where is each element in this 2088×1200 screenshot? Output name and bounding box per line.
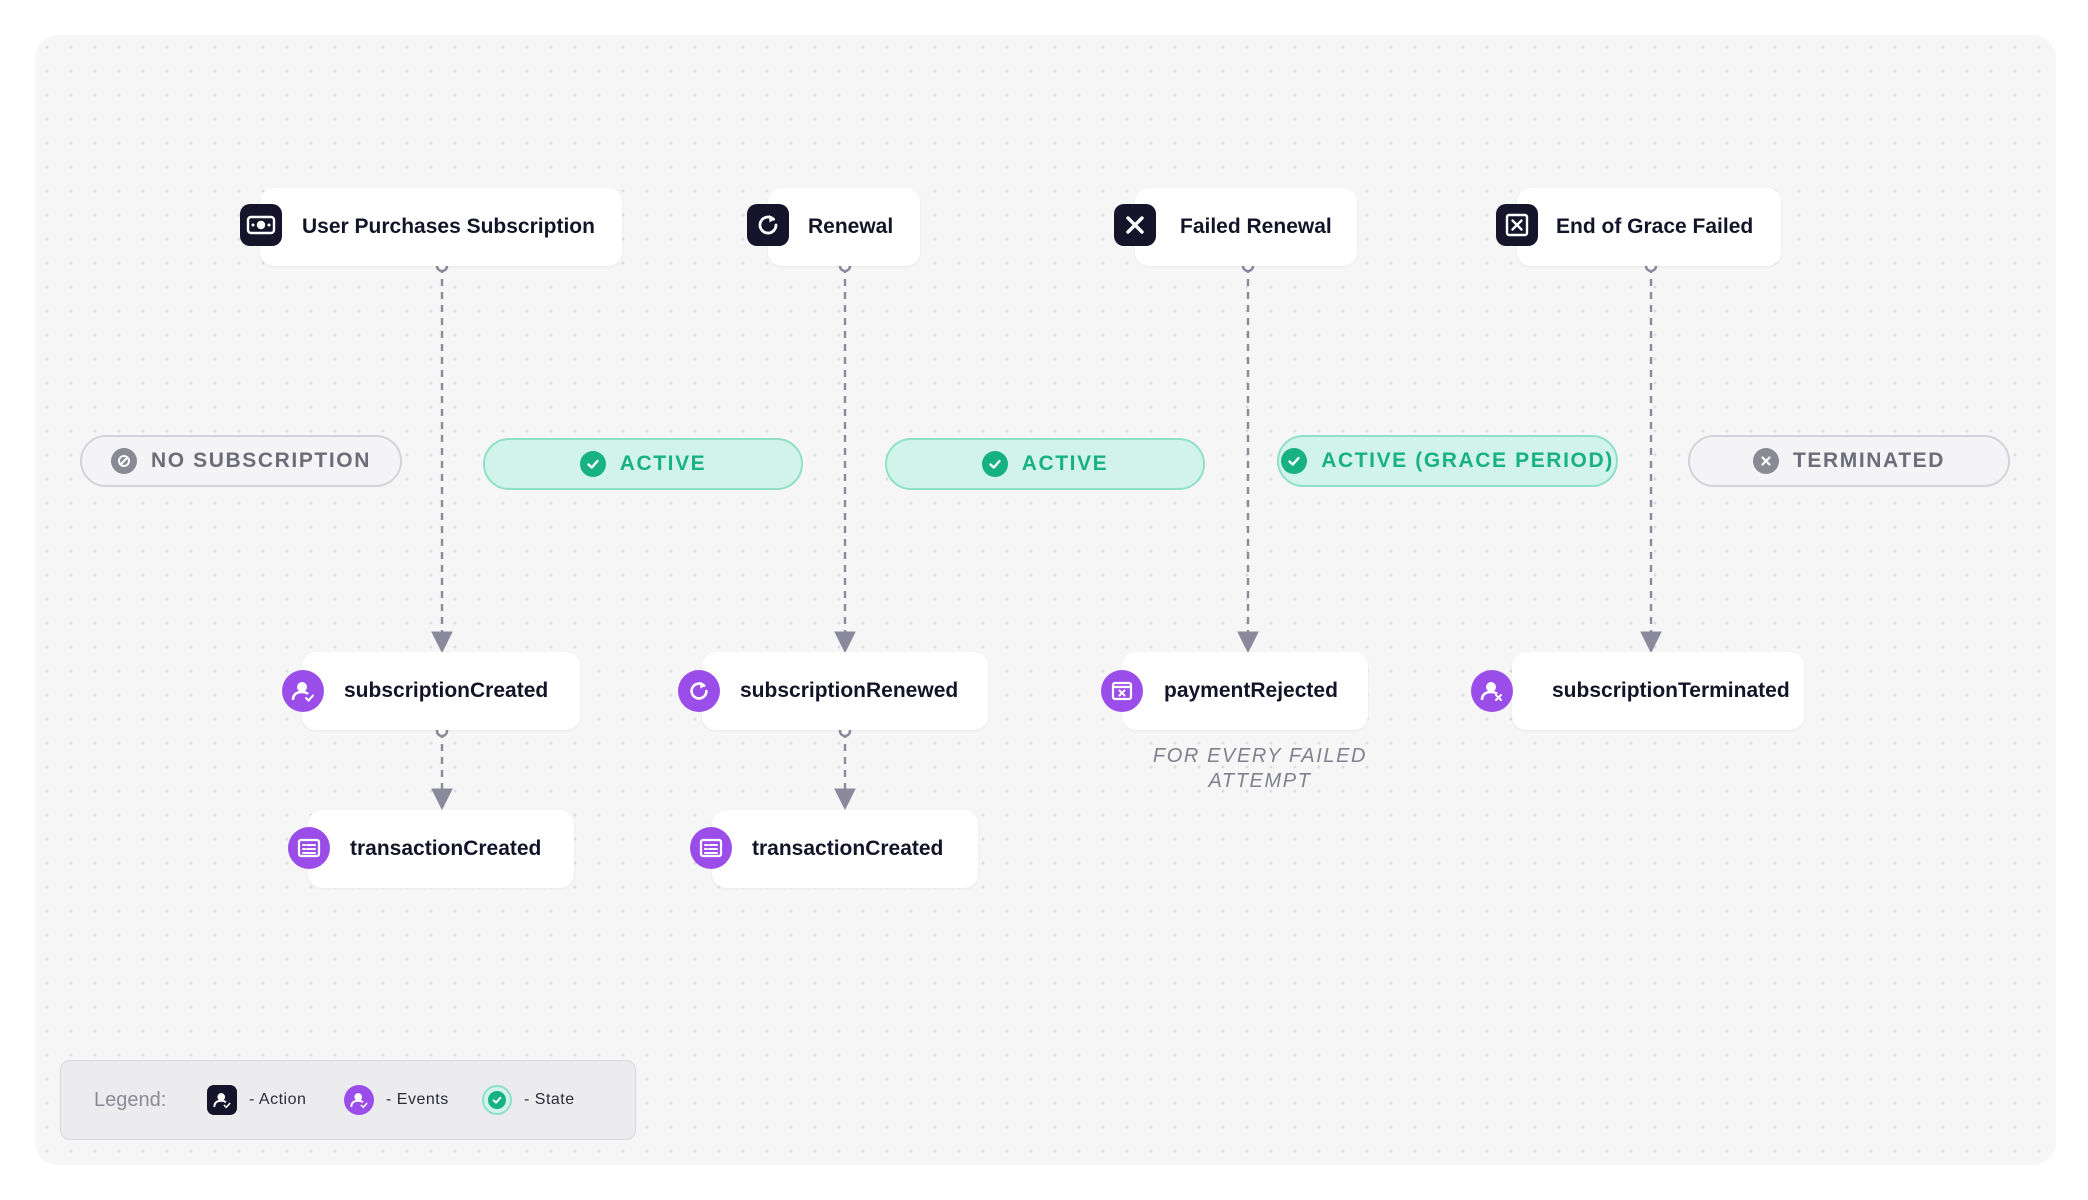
state-no-subscription: NO SUBSCRIPTION: [80, 435, 402, 487]
x-circle-icon: [1752, 448, 1779, 474]
event-icon: [344, 1085, 374, 1115]
event-label: subscriptionTerminated: [1552, 679, 1790, 702]
state-active-grace-period: ACTIVE (GRACE PERIOD): [1277, 435, 1618, 487]
legend: Legend: - Action - Events - State: [60, 1060, 636, 1140]
state-label: TERMINATED: [1792, 449, 1946, 472]
event-label: transactionCreated: [752, 837, 944, 860]
event-card-transaction-created-1[interactable]: transactionCreated: [308, 810, 574, 888]
legend-item-action: - Action: [207, 1061, 306, 1139]
state-label: NO SUBSCRIPTION: [150, 449, 371, 472]
event-card-transaction-created-2[interactable]: transactionCreated: [712, 810, 978, 888]
action-label: End of Grace Failed: [1556, 215, 1754, 238]
legend-title: Legend:: [94, 1089, 167, 1111]
action-icon: [207, 1085, 237, 1115]
action-card-user-purchases-subscription[interactable]: User Purchases Subscription: [260, 188, 622, 266]
event-label: subscriptionRenewed: [740, 679, 959, 702]
event-label: paymentRejected: [1164, 679, 1338, 702]
close-square-icon: [1496, 204, 1538, 246]
state-label: ACTIVE: [1021, 452, 1109, 475]
legend-item-state: - State: [482, 1061, 575, 1139]
close-icon: [1114, 204, 1156, 246]
event-label: subscriptionCreated: [344, 679, 549, 702]
state-label: ACTIVE (GRACE PERIOD): [1321, 449, 1614, 472]
cash-icon: [240, 204, 282, 246]
check-circle-icon: [482, 1085, 512, 1115]
refresh-icon: [678, 670, 720, 712]
state-terminated: TERMINATED: [1688, 435, 2010, 487]
legend-label-events: - Events: [386, 1091, 449, 1108]
refresh-icon: [747, 204, 789, 246]
legend-label-action: - Action: [249, 1091, 307, 1108]
action-label: Renewal: [808, 215, 894, 238]
action-card-failed-renewal[interactable]: Failed Renewal: [1135, 188, 1357, 266]
action-card-end-of-grace-failed[interactable]: End of Grace Failed: [1517, 188, 1781, 266]
note-line-2: ATTEMPT: [1208, 770, 1312, 792]
user-check-icon: [282, 670, 324, 712]
check-circle-icon: [579, 451, 606, 477]
card-reject-icon: [1101, 670, 1143, 712]
event-card-subscription-created[interactable]: subscriptionCreated: [302, 652, 580, 730]
legend-label-state: - State: [524, 1091, 575, 1108]
event-card-subscription-terminated[interactable]: subscriptionTerminated: [1512, 652, 1804, 730]
event-card-subscription-renewed[interactable]: subscriptionRenewed: [702, 652, 988, 730]
event-label: transactionCreated: [350, 837, 542, 860]
user-x-icon: [1471, 670, 1513, 712]
event-card-payment-rejected[interactable]: paymentRejected: [1122, 652, 1368, 730]
action-label: User Purchases Subscription: [302, 215, 595, 238]
legend-item-events: - Events: [344, 1061, 449, 1139]
action-label: Failed Renewal: [1180, 215, 1332, 238]
state-label: ACTIVE: [619, 452, 707, 475]
action-card-renewal[interactable]: Renewal: [768, 188, 920, 266]
note-line-1: FOR EVERY FAILED: [1152, 745, 1368, 767]
state-active-2: ACTIVE: [885, 438, 1205, 490]
check-circle-icon: [981, 451, 1008, 477]
state-active-1: ACTIVE: [483, 438, 803, 490]
no-entry-icon: [110, 448, 137, 474]
receipt-icon: [690, 827, 732, 869]
check-circle-icon: [1281, 448, 1308, 474]
failed-attempt-note: FOR EVERY FAILED ATTEMPT: [1125, 744, 1395, 794]
receipt-icon: [288, 827, 330, 869]
